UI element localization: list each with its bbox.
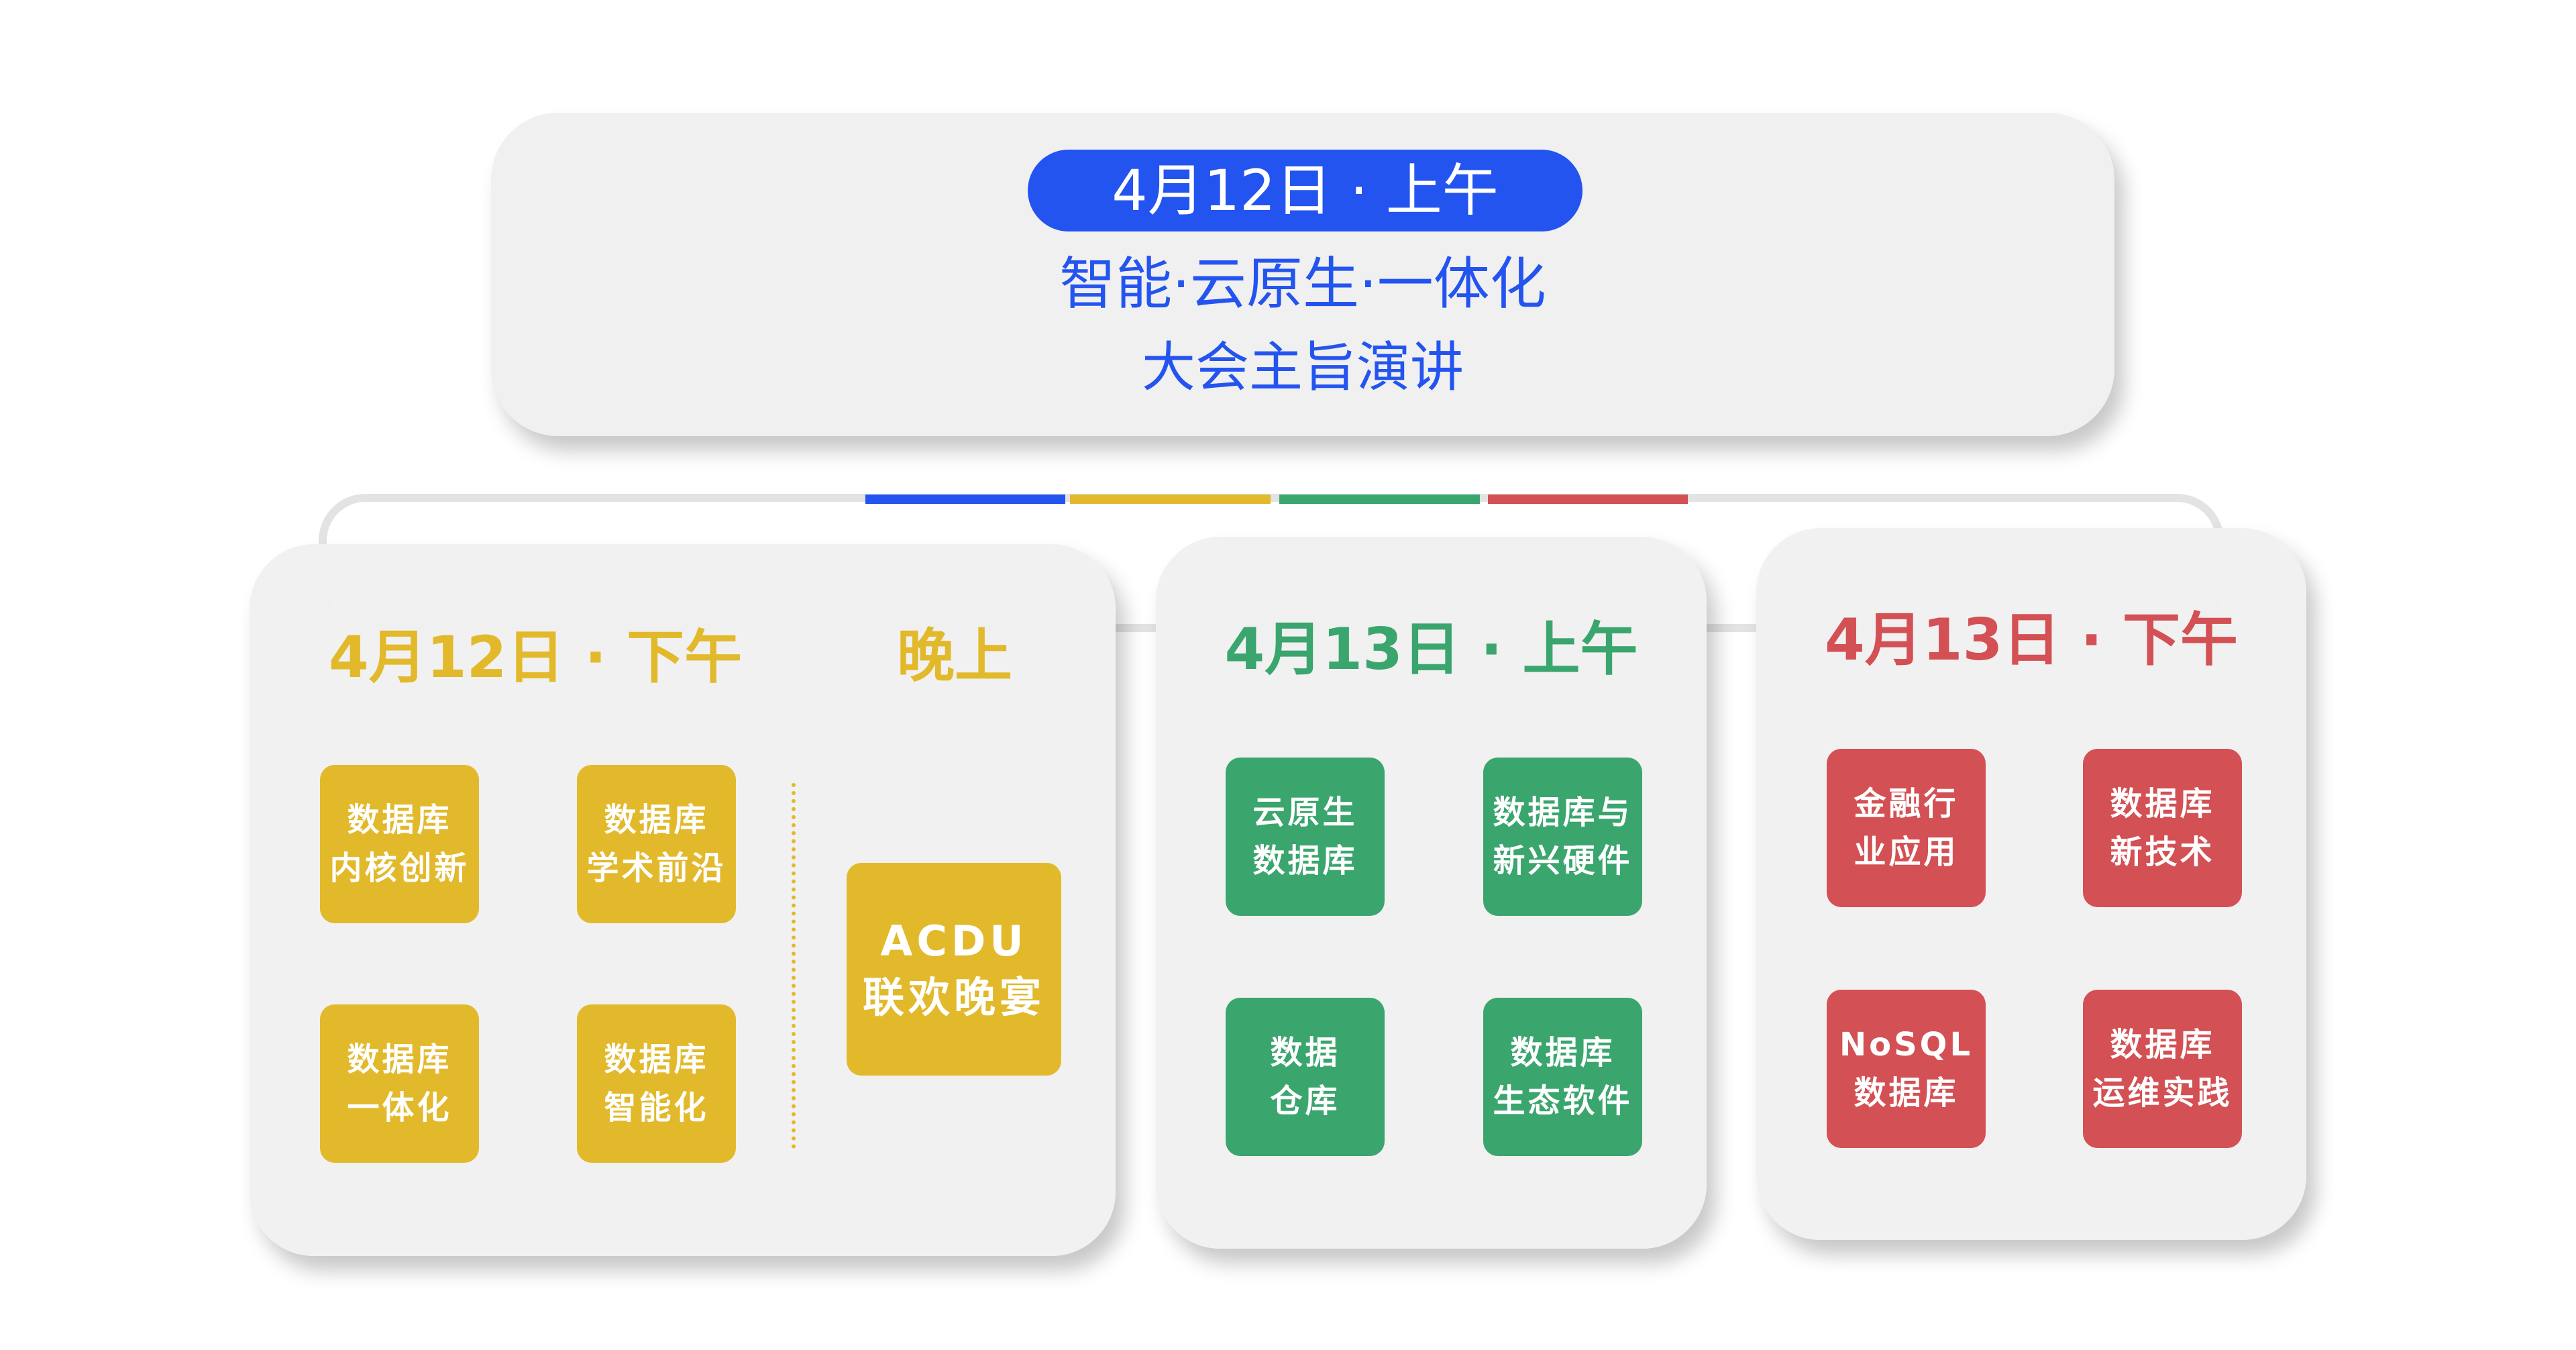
track-chip-ecosystem-software[interactable]: 数据库 生态软件 <box>1483 998 1642 1156</box>
track-chip-nosql[interactable]: NoSQL 数据库 <box>1827 990 1986 1148</box>
color-bar-red <box>1488 495 1688 504</box>
track-chip-cloud-native[interactable]: 云原生 数据库 <box>1226 758 1385 916</box>
session-title-apr13-pm: 4月13日 · 下午 <box>1824 607 2239 674</box>
color-bar-yellow <box>1070 495 1271 504</box>
keynote-subtitle: 智能·云原生·一体化 <box>1059 251 1546 317</box>
dotted-divider <box>792 783 796 1149</box>
track-chip-acdu-gala[interactable]: ACDU 联欢晚宴 <box>847 863 1061 1076</box>
session-title-apr12-pm: 4月12日 · 下午 <box>329 624 743 691</box>
track-chip-finance-applications[interactable]: 金融行 业应用 <box>1827 749 1986 907</box>
session-title-apr13-am: 4月13日 · 上午 <box>1224 616 1638 683</box>
session-card-apr13-pm: 4月13日 · 下午 金融行 业应用 数据库 新技术 NoSQL 数据库 数据库… <box>1756 528 2306 1240</box>
color-bar-blue <box>865 495 1065 504</box>
keynote-date-label: 4月12日 · 上午 <box>1112 158 1499 223</box>
keynote-card: 4月12日 · 上午 智能·云原生·一体化 大会主旨演讲 <box>491 113 2114 436</box>
session-title-evening: 晚上 <box>897 623 1012 690</box>
session-card-apr13-am: 4月13日 · 上午 云原生 数据库 数据库与 新兴硬件 数据 仓库 数据库 生… <box>1156 537 1707 1249</box>
track-chip-kernel-innovation[interactable]: 数据库 内核创新 <box>320 765 479 923</box>
track-chip-intelligence[interactable]: 数据库 智能化 <box>577 1004 736 1163</box>
color-bar-green <box>1279 495 1480 504</box>
keynote-title: 大会主旨演讲 <box>1142 336 1464 399</box>
track-chip-new-technology[interactable]: 数据库 新技术 <box>2083 749 2242 907</box>
track-chip-academic-frontier[interactable]: 数据库 学术前沿 <box>577 765 736 923</box>
track-chip-emerging-hardware[interactable]: 数据库与 新兴硬件 <box>1483 758 1642 916</box>
track-chip-operations-practice[interactable]: 数据库 运维实践 <box>2083 990 2242 1148</box>
keynote-date-pill: 4月12日 · 上午 <box>1028 150 1582 231</box>
session-card-apr12-pm: 4月12日 · 下午 晚上 数据库 内核创新 数据库 学术前沿 数据库 一体化 … <box>250 544 1116 1256</box>
track-chip-integration[interactable]: 数据库 一体化 <box>320 1004 479 1163</box>
track-chip-data-warehouse[interactable]: 数据 仓库 <box>1226 998 1385 1156</box>
